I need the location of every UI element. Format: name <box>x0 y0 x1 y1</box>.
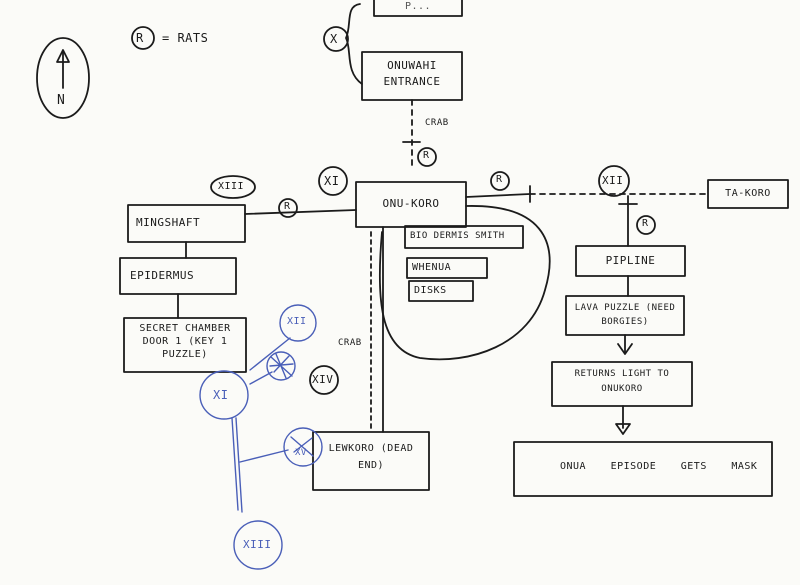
top-cut-label: P... <box>404 1 432 12</box>
marker-xii-label: XII <box>602 174 624 187</box>
top-cut-box <box>373 0 463 17</box>
rats-north-label: R <box>423 150 430 161</box>
lewkoro-label: LEWKORO (DEAD END) <box>328 443 414 471</box>
blue-xv-label: XV <box>295 448 307 458</box>
pipline-box <box>575 245 686 277</box>
arrow-to-onua <box>615 423 631 435</box>
disks-label: DISKS <box>414 285 447 296</box>
onu-koro-box <box>355 181 467 228</box>
rats-xii-circle <box>636 215 656 235</box>
ta-koro-box <box>707 179 789 209</box>
mingshaft-label: MINGSHAFT <box>136 216 201 229</box>
north-label: N <box>57 93 66 108</box>
marker-xi-circle <box>318 166 348 196</box>
onu-koro-label: ONU-KORO <box>382 197 440 210</box>
bio-dermis-box <box>404 225 524 249</box>
blue-xv-circle <box>283 427 323 467</box>
marker-xii-circle <box>598 165 630 197</box>
onua-episode-label: ONUA EPISODE GETS MASK <box>560 461 758 472</box>
crab-north-label: CRAB <box>425 118 449 128</box>
secret-chamber-box <box>123 317 247 373</box>
epidermis-label: EPIDERMUS <box>130 269 195 282</box>
returns-light-label: RETURNS LIGHT TO ONUKORO <box>574 369 670 394</box>
blue-xiii-label: XIII <box>243 538 272 551</box>
blue-edge-branch-xv <box>239 449 289 463</box>
rats-legend-text: = RATS <box>162 31 209 45</box>
marker-x-label: X <box>330 32 338 46</box>
onuwahi-entrance-label: ONUWAHI ENTRANCE <box>383 59 441 88</box>
blue-edge-xi-scribble <box>249 371 273 385</box>
ta-koro-label: TA-KORO <box>725 188 771 199</box>
marker-xiii-label: XIII <box>218 181 245 192</box>
marker-xiii-circle <box>210 175 256 199</box>
marker-xiv-label: XIV <box>312 373 334 386</box>
bio-dermis-label: BIO DERMIS SMITH <box>410 231 505 241</box>
blue-edge-xi-xiii <box>231 417 239 511</box>
lewkoro-box <box>312 431 430 491</box>
left-brace <box>345 3 363 85</box>
blue-scribble-marks <box>269 353 294 379</box>
blue-xi-label: XI <box>213 388 229 402</box>
north-compass-circle <box>36 37 90 119</box>
blue-xiii-circle <box>233 520 283 570</box>
whenua-box <box>406 257 488 279</box>
blue-xi-circle <box>199 370 249 420</box>
rats-east-circle <box>490 171 510 191</box>
rats-legend-symbol: R <box>136 31 144 45</box>
blue-xv-scribble <box>290 436 314 457</box>
blue-edge-xi-xiii-b <box>235 417 243 513</box>
arrow-to-returns <box>617 343 633 355</box>
blue-scribble-circle <box>266 351 296 381</box>
marker-xiv-circle <box>309 365 339 395</box>
blue-xii-circle <box>279 304 317 342</box>
rats-west-label: R <box>284 201 291 212</box>
lava-puzzle-label: LAVA PUZZLE (NEED BORGIES) <box>574 303 676 327</box>
rats-xii-label: R <box>642 218 649 229</box>
whenua-label: WHENUA <box>412 262 452 273</box>
north-arrowhead <box>56 49 70 63</box>
rats-legend-circle <box>131 26 155 50</box>
edge-onu-mingshaft <box>244 209 357 215</box>
blue-xii-label: XII <box>287 316 307 327</box>
secret-chamber-label: SECRET CHAMBER DOOR 1 (KEY 1 PUZZLE) <box>139 323 231 360</box>
edge-onu-east-solid <box>465 193 531 198</box>
onu-koro-sub-loop <box>378 205 551 361</box>
returns-light-box <box>551 361 693 407</box>
onua-episode-box <box>513 441 773 497</box>
disks-box <box>408 280 474 302</box>
marker-xi-label: XI <box>324 174 340 188</box>
crab-center-label: CRAB <box>338 338 362 348</box>
marker-x-circle <box>323 26 349 52</box>
pipline-label: PIPLINE <box>605 254 656 267</box>
rats-east-label: R <box>496 174 503 185</box>
rats-west-circle <box>278 198 298 218</box>
rats-north-circle <box>417 147 437 167</box>
blue-edge-xi-xii <box>249 337 291 371</box>
